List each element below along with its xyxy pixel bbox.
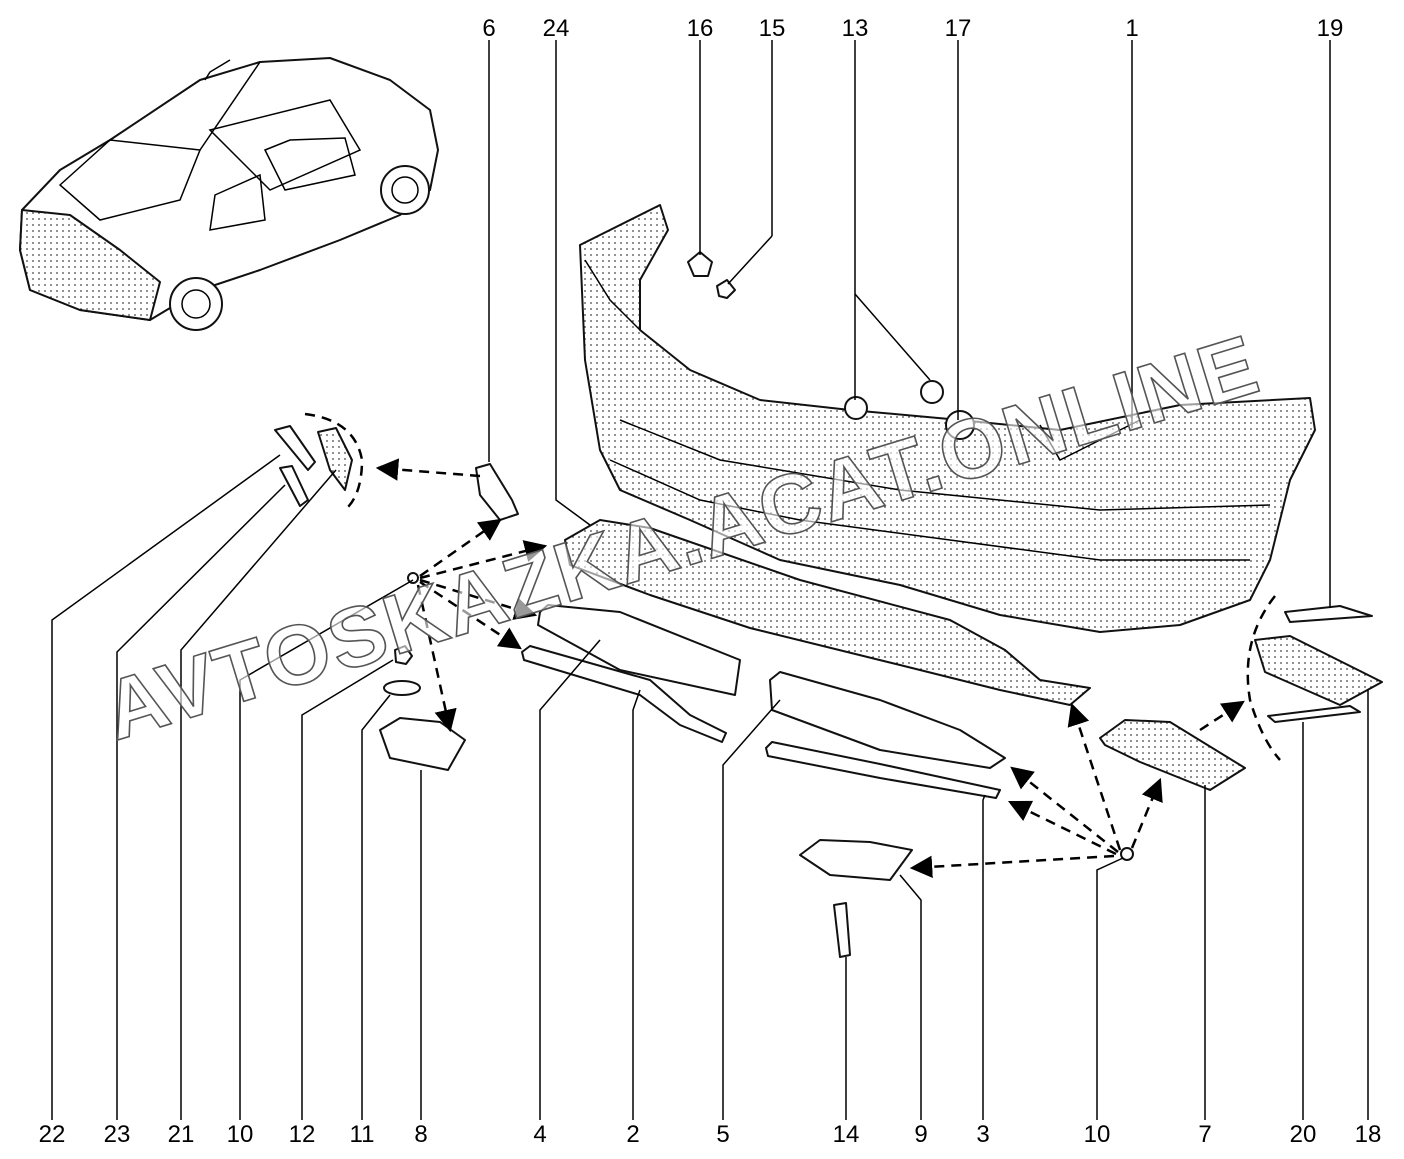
callout-23: 23 — [104, 1121, 131, 1148]
screw-part-14 — [833, 902, 851, 958]
grille-part-5 — [769, 671, 1006, 769]
callout-8: 8 — [414, 1121, 427, 1148]
callout-7: 7 — [1198, 1121, 1211, 1148]
bracket-part-9 — [799, 839, 913, 881]
washer-part-12 — [383, 680, 421, 696]
reflector-part-22 — [274, 425, 316, 471]
moulding-part-3 — [765, 741, 1001, 799]
callout-22: 22 — [39, 1121, 66, 1148]
callout-2: 2 — [626, 1121, 639, 1148]
callouts-bottom: 22 23 21 10 12 11 8 4 2 5 14 9 3 10 7 20… — [39, 1121, 1382, 1148]
callout-20: 20 — [1290, 1121, 1317, 1148]
callout-17: 17 — [945, 15, 972, 42]
clip-part-16 — [687, 251, 713, 277]
callouts-top: 6 24 16 15 13 17 1 19 — [482, 15, 1343, 42]
reflector-housing-part-21 — [304, 412, 364, 511]
clip-part-13a — [844, 396, 868, 420]
rear-bumper-part-1 — [579, 204, 1316, 633]
leader-lines — [51, 40, 1369, 1120]
callout-21: 21 — [168, 1121, 195, 1148]
screw-part-10-right — [1120, 847, 1134, 861]
callout-4: 4 — [533, 1121, 546, 1148]
reflector-part-20 — [1267, 705, 1361, 723]
bumper-lower-trim-part-24 — [564, 519, 1091, 706]
grille-part-4 — [537, 604, 741, 696]
callout-12: 12 — [289, 1121, 316, 1148]
callout-10-left: 10 — [227, 1121, 254, 1148]
reflector-part-23 — [279, 465, 309, 507]
screw-part-10-left — [407, 572, 419, 584]
callout-24: 24 — [543, 15, 570, 42]
callout-5: 5 — [716, 1121, 729, 1148]
assembly-arrows-left — [375, 458, 548, 733]
callout-10-right: 10 — [1084, 1121, 1111, 1148]
clip-part-13b — [920, 380, 944, 404]
bracket-part-7 — [1099, 719, 1246, 791]
callout-6: 6 — [482, 15, 495, 42]
reflector-part-19 — [1284, 605, 1373, 623]
callout-15: 15 — [759, 15, 786, 42]
right-grouping-arc — [1246, 595, 1281, 761]
moulding-part-2 — [521, 645, 727, 743]
callout-3: 3 — [976, 1121, 989, 1148]
clip-part-15 — [716, 279, 736, 299]
bracket-part-8 — [379, 717, 466, 771]
assembly-arrows-right — [909, 700, 1245, 879]
callout-11: 11 — [350, 1121, 375, 1148]
reflector-housing-part-18 — [1254, 635, 1383, 706]
callout-13: 13 — [842, 15, 869, 42]
car-overview-illustration — [19, 57, 439, 331]
callout-14: 14 — [833, 1121, 860, 1148]
callout-1: 1 — [1125, 15, 1138, 42]
nut-part-11 — [394, 645, 413, 665]
callout-9: 9 — [914, 1121, 927, 1148]
callout-16: 16 — [687, 15, 714, 42]
callout-18: 18 — [1355, 1121, 1382, 1148]
bracket-part-6 — [475, 463, 519, 521]
callout-19: 19 — [1317, 15, 1344, 42]
